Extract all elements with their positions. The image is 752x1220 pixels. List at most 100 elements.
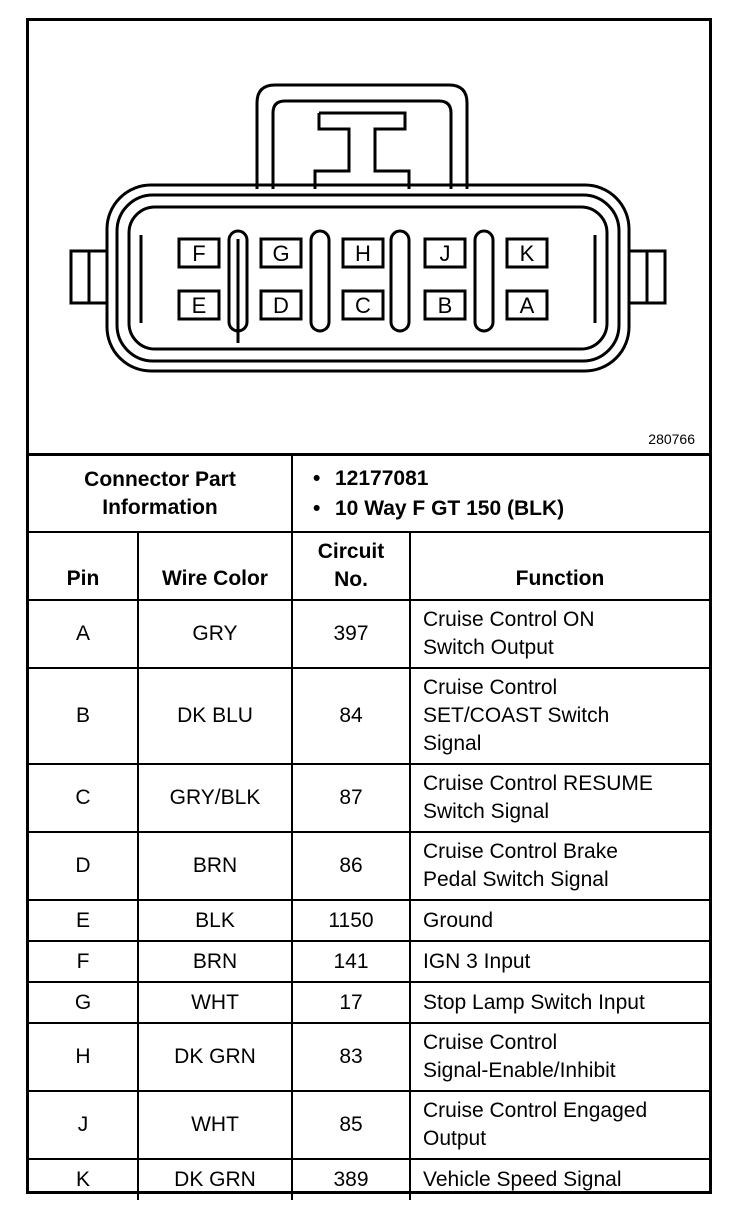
wire-color-cell: DK GRN <box>137 1158 293 1200</box>
function-line: IGN 3 Input <box>423 949 531 973</box>
wire-color-cell: WHT <box>137 981 293 1024</box>
circuit-cell: 17 <box>291 981 411 1024</box>
circuit-cell: 84 <box>291 667 411 765</box>
pin-cell: K <box>29 1158 139 1200</box>
wire-color-cell: GRY/BLK <box>137 763 293 833</box>
function-line: Cruise Control Brake <box>423 840 618 863</box>
wire-color-cell: DK GRN <box>137 1022 293 1092</box>
pin-cavity <box>505 289 549 321</box>
pin-label: B <box>438 293 453 318</box>
pin-cavity <box>341 289 385 321</box>
function-line: Cruise Control Engaged <box>423 1099 648 1122</box>
column-header-function: Function <box>408 531 710 601</box>
function-cell: IGN 3 Input <box>408 940 710 983</box>
circuit-cell: 1150 <box>291 899 411 942</box>
circuit-cell: 389 <box>291 1158 411 1200</box>
wire-color-cell: WHT <box>137 1090 293 1160</box>
function-line: Stop Lamp Switch Input <box>423 990 645 1014</box>
function-line: Cruise Control <box>423 676 558 699</box>
function-cell: Ground <box>408 899 710 942</box>
function-line: Cruise Control <box>423 1031 558 1054</box>
connector-info-values: 12177081 10 Way F GT 150 (BLK) <box>290 456 710 533</box>
pin-cavity <box>177 289 221 321</box>
wire-color-cell: DK BLU <box>137 667 293 765</box>
function-cell: Cruise Control RESUME Switch Signal <box>408 763 710 833</box>
pin-cavity <box>177 237 221 269</box>
part-number: 12177081 <box>313 464 709 494</box>
pin-cell: D <box>29 831 139 901</box>
function-line: Cruise Control ON <box>423 608 595 631</box>
pin-label: D <box>273 293 289 318</box>
function-line: Cruise Control RESUME <box>423 772 653 795</box>
pin-label: C <box>355 293 371 318</box>
circuit-cell: 83 <box>291 1022 411 1092</box>
circuit-cell: 85 <box>291 1090 411 1160</box>
wire-color-cell: BLK <box>137 899 293 942</box>
wire-color-cell: BRN <box>137 940 293 983</box>
connector-info-row: Connector Part Information 12177081 10 W… <box>29 456 710 533</box>
column-header-circuit-line2: No. <box>334 568 368 591</box>
connector-description: 10 Way F GT 150 (BLK) <box>313 494 709 524</box>
pin-cavity <box>259 237 303 269</box>
function-line: SET/COAST Switch <box>423 704 610 727</box>
function-cell: Stop Lamp Switch Input <box>408 981 710 1024</box>
pin-cell: F <box>29 940 139 983</box>
function-line: Signal-Enable/Inhibit <box>423 1059 616 1082</box>
function-line: Output <box>423 1127 487 1150</box>
pin-cell: H <box>29 1022 139 1092</box>
pin-label: K <box>520 241 535 266</box>
pin-cell: B <box>29 667 139 765</box>
circuit-cell: 86 <box>291 831 411 901</box>
pin-cell: E <box>29 899 139 942</box>
column-header-row: Pin Wire Color Circuit No. Function <box>29 531 710 601</box>
function-line: Ground <box>423 908 494 932</box>
function-line: Signal <box>423 732 482 755</box>
connector-info-label-line1: Connector Part <box>84 467 236 491</box>
pin-cell: A <box>29 599 139 669</box>
function-line: Pedal Switch Signal <box>423 868 609 891</box>
pin-cell: C <box>29 763 139 833</box>
pin-label: J <box>440 241 451 266</box>
circuit-cell: 87 <box>291 763 411 833</box>
column-header-pin: Pin <box>29 531 139 601</box>
circuit-cell: 397 <box>291 599 411 669</box>
pin-cavity <box>259 289 303 321</box>
function-cell: Vehicle Speed Signal <box>408 1158 710 1200</box>
function-line: Vehicle Speed Signal <box>423 1168 622 1191</box>
pin-cell: G <box>29 981 139 1024</box>
connector-info-label-line2: Information <box>102 495 218 519</box>
pin-label: H <box>355 241 371 266</box>
connector-info-label: Connector Part Information <box>29 456 293 533</box>
pin-cavity <box>423 237 467 269</box>
pin-cavity <box>505 237 549 269</box>
column-header-circuit: Circuit No. <box>291 531 411 601</box>
function-line: Switch Signal <box>423 800 550 823</box>
connector-pinout-table: Connector Part Information 12177081 10 W… <box>29 456 710 1200</box>
figure-id: 280766 <box>648 431 695 447</box>
pin-label: G <box>272 241 289 266</box>
wire-color-cell: GRY <box>137 599 293 669</box>
pin-cavity <box>341 237 385 269</box>
pin-label: E <box>192 293 207 318</box>
pin-label: A <box>520 293 535 318</box>
column-header-circuit-line1: Circuit <box>317 540 385 563</box>
circuit-cell: 141 <box>291 940 411 983</box>
pin-cavity <box>423 289 467 321</box>
